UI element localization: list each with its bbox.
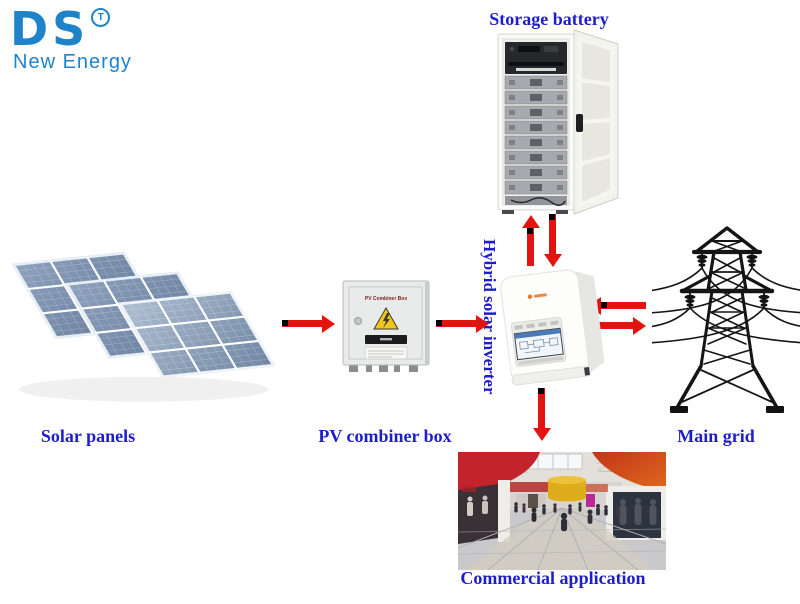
mall-red-canopy xyxy=(458,452,540,496)
combiner-title-text: PV Combiner Box xyxy=(365,296,407,302)
arrow-inverter-to-battery xyxy=(527,228,534,266)
tower-foot xyxy=(670,406,688,413)
solar-panels-label: Solar panels xyxy=(40,426,136,446)
warning-triangle-icon xyxy=(373,306,399,330)
main-grid-tower-image xyxy=(652,226,800,413)
storage-battery-image xyxy=(497,29,619,215)
commercial-application-label: Commercial application xyxy=(460,568,646,588)
mall-left-storefront xyxy=(458,480,510,544)
inverter-side-face xyxy=(575,270,605,375)
cabinet-foot xyxy=(556,210,568,214)
solar-panels-image xyxy=(11,251,276,402)
arrow-combiner-to-inverter xyxy=(436,320,476,327)
inverter-connector xyxy=(584,367,590,376)
tower-lower-arm xyxy=(679,274,775,294)
battery-cable-tray xyxy=(505,196,567,206)
battery-control-unit xyxy=(505,42,567,74)
tower-top-section xyxy=(691,226,763,255)
inverter-brand-mark xyxy=(527,293,547,299)
logo-trademark-icon: T xyxy=(91,8,111,27)
combiner-connectors xyxy=(349,365,418,372)
tower-upper-column xyxy=(706,250,748,292)
pv-combiner-box-label: PV combiner box xyxy=(318,426,452,446)
display-flow-diagram xyxy=(519,337,559,354)
battery-modules xyxy=(504,75,568,195)
insulators xyxy=(684,254,770,307)
pv-combiner-box-image: PV Combiner Box xyxy=(342,280,430,372)
combiner-spec-label xyxy=(364,346,408,360)
commercial-application-image xyxy=(458,452,666,570)
tower-lower-column xyxy=(699,289,755,368)
arrow-grid-to-inverter xyxy=(601,302,646,309)
arrow-solar-to-combiner xyxy=(282,320,322,327)
cabinet-foot xyxy=(502,210,514,214)
arrow-battery-to-inverter xyxy=(549,214,556,254)
display-header-bar xyxy=(514,328,561,339)
power-lines xyxy=(652,267,800,344)
tower-legs xyxy=(676,364,778,408)
combiner-cable-gland xyxy=(354,317,362,325)
solar-panel-front xyxy=(117,290,276,379)
inverter-display xyxy=(510,316,567,368)
hybrid-inverter-image xyxy=(500,269,605,386)
floor-walkway xyxy=(466,508,654,570)
arrow-inverter-to-commercial xyxy=(538,388,545,428)
door-handle xyxy=(576,114,583,132)
logo-tagline: New Energy xyxy=(13,51,132,73)
combiner-name-plate xyxy=(365,335,407,344)
tower-foot xyxy=(766,406,784,413)
inverter-bottom-lip xyxy=(511,366,591,386)
mall-orange-canopy xyxy=(592,452,666,492)
mall-right-storefront xyxy=(606,486,666,540)
storage-battery-label: Storage battery xyxy=(489,9,609,29)
company-logo: DS T New Energy xyxy=(10,4,132,74)
hybrid-inverter-label: Hybrid solar inverter xyxy=(480,239,499,395)
logo-brand-text: DS xyxy=(10,2,90,56)
combiner-side-shade xyxy=(425,282,429,364)
battery-cabinet-door xyxy=(573,29,619,215)
panel-shadow xyxy=(18,376,269,402)
main-grid-label: Main grid xyxy=(677,426,755,446)
mall-people xyxy=(514,502,621,532)
